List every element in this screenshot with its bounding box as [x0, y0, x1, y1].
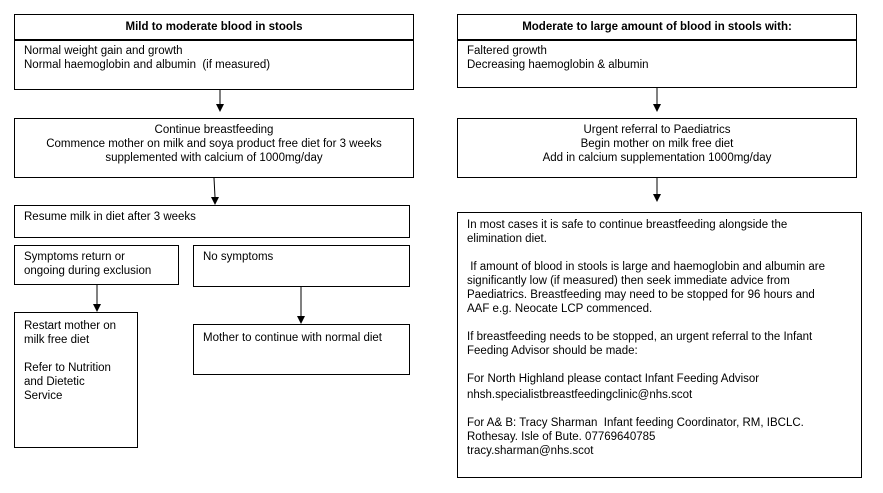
symptoms-return-line-2: ongoing during exclusion: [24, 265, 152, 277]
resume-milk-text: Resume milk in diet after 3 weeks: [24, 211, 196, 223]
arrowhead-left-3: [93, 304, 101, 312]
left-criteria-line-1: Normal weight gain and growth: [24, 45, 183, 57]
right-criteria-line-2: Decreasing haemoglobin & albumin: [467, 59, 649, 71]
restart-diet-box: Restart mother on milk free diet Refer t…: [14, 312, 138, 448]
refer-line-1: Refer to Nutrition: [24, 362, 111, 374]
info-p2-line-2: significantly low (if measured) then see…: [467, 275, 790, 287]
continue-normal-diet-box: Mother to continue with normal diet: [193, 324, 410, 375]
info-p3-line-2: Feeding Advisor should be made:: [467, 345, 638, 357]
no-symptoms-text: No symptoms: [203, 251, 274, 263]
left-header-box: Mild to moderate blood in stools: [14, 14, 414, 40]
right-info-box: In most cases it is safe to continue bre…: [457, 212, 862, 478]
no-symptoms-box: No symptoms: [193, 245, 410, 287]
info-p4-email: nhsh.specialistbreastfeedingclinic@nhs.s…: [467, 389, 693, 401]
info-p5-line-2: Rothesay. Isle of Bute. 07769640785: [467, 431, 656, 443]
right-criteria-line-1: Faltered growth: [467, 45, 547, 57]
info-p5-email: tracy.sharman@nhs.scot: [467, 445, 594, 457]
left-criteria-box: Normal weight gain and growth Normal hae…: [14, 40, 414, 90]
right-action-line-1: Urgent referral to Paediatrics: [583, 124, 731, 136]
info-p5-line-1: For A& B: Tracy Sharman Infant feeding C…: [467, 417, 804, 429]
left-action-line-1: Continue breastfeeding: [154, 124, 274, 136]
arrowhead-left-1: [216, 104, 224, 112]
info-p3-line-1: If breastfeeding needs to be stopped, an…: [467, 331, 813, 343]
left-action-line-2: Commence mother on milk and soya product…: [46, 138, 382, 150]
refer-line-2: and Dietetic: [24, 376, 85, 388]
right-action-box: Urgent referral to Paediatrics Begin mot…: [457, 118, 857, 178]
restart-line-1: Restart mother on: [24, 320, 117, 332]
restart-line-2: milk free diet: [24, 334, 90, 346]
left-action-box: Continue breastfeeding Commence mother o…: [14, 118, 414, 178]
right-action-line-2: Begin mother on milk free diet: [580, 138, 734, 150]
symptoms-return-box: Symptoms return or ongoing during exclus…: [14, 245, 179, 285]
right-header-text: Moderate to large amount of blood in sto…: [522, 21, 792, 33]
info-p2-line-3: Paediatrics. Breastfeeding may need to b…: [467, 289, 815, 301]
continue-normal-text: Mother to continue with normal diet: [203, 332, 382, 344]
right-action-line-3: Add in calcium supplementation 1000mg/da…: [542, 152, 772, 164]
resume-milk-box: Resume milk in diet after 3 weeks: [14, 205, 410, 238]
arrowhead-right-2: [653, 194, 661, 202]
left-criteria-line-2: Normal haemoglobin and albumin (if measu…: [24, 59, 271, 71]
info-p2-line-4: AAF e.g. Neocate LCP commenced.: [467, 303, 653, 315]
right-criteria-box: Faltered growth Decreasing haemoglobin &…: [457, 40, 857, 88]
symptoms-return-line-1: Symptoms return or: [24, 251, 125, 263]
left-header-text: Mild to moderate blood in stools: [125, 21, 303, 33]
refer-line-3: Service: [24, 390, 63, 402]
arrowhead-left-4: [297, 316, 305, 324]
arrowhead-right-1: [653, 104, 661, 112]
right-header-box: Moderate to large amount of blood in sto…: [457, 14, 857, 40]
arrowhead-left-2: [211, 197, 219, 205]
info-p1-line-1: In most cases it is safe to continue bre…: [467, 219, 788, 231]
info-p1-line-2: elimination diet.: [467, 233, 547, 245]
info-p2-line-1: If amount of blood in stools is large an…: [467, 261, 826, 273]
info-p4-line-1: For North Highland please contact Infant…: [467, 373, 760, 385]
left-action-line-3: supplemented with calcium of 1000mg/day: [105, 152, 323, 164]
arrow-left-action-to-resume: [213, 177, 216, 198]
